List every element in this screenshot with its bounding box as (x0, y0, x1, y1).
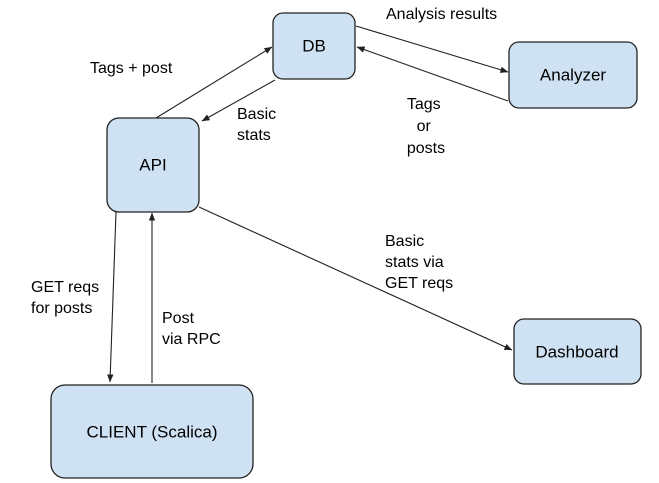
edge-db-to-analyzer (355, 25, 509, 73)
client-node-label: CLIENT (Scalica) (87, 423, 218, 442)
dashboard-node-label: Dashboard (535, 343, 618, 362)
edge-api-to-dashboard (198, 206, 513, 351)
db-node-label: DB (302, 37, 326, 56)
db-node: DB (272, 12, 356, 80)
edge-label-client-to-api: Post via RPC (162, 310, 221, 348)
edge-label-api-to-db: Tags + post (90, 60, 173, 77)
edge-db-to-api (201, 79, 276, 122)
edge-api-to-db (155, 46, 273, 119)
edge-label-db-to-analyzer: Analysis results (386, 6, 497, 23)
analyzer-node: Analyzer (508, 41, 638, 109)
edge-label-db-to-api: Basic stats (237, 106, 281, 144)
edge-label-api-to-client: GET reqs for posts (31, 279, 104, 317)
client-node: CLIENT (Scalica) (50, 384, 254, 479)
api-node-label: API (139, 156, 166, 175)
edge-analyzer-to-db (356, 46, 509, 102)
dashboard-node: Dashboard (513, 318, 642, 385)
edge-label-api-to-dashboard: Basic stats via GET reqs (385, 233, 453, 292)
api-node: API (106, 117, 200, 213)
edge-label-analyzer-to-db: Tags or posts (407, 96, 445, 157)
edge-api-to-client (107, 211, 117, 383)
analyzer-node-label: Analyzer (540, 66, 606, 85)
